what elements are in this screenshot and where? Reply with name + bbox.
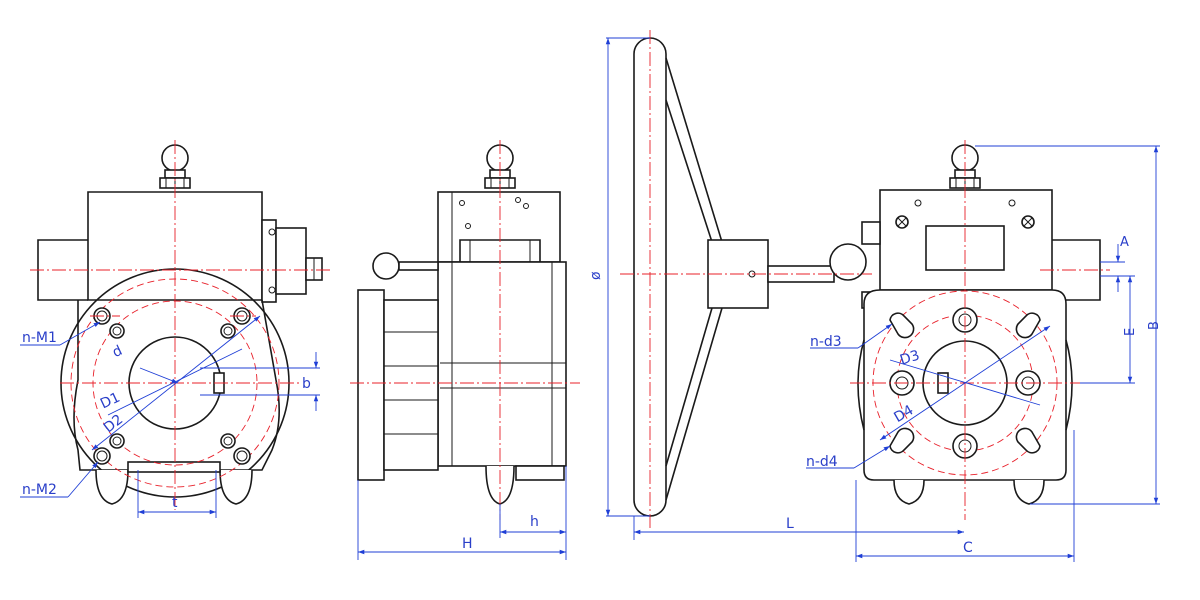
handwheel-spoke-upper xyxy=(665,57,723,243)
rear-view: n-d3 n-d4 D3 D4 C A E B xyxy=(806,140,1162,562)
label-n-m2: n-M2 xyxy=(22,482,57,498)
side-hub xyxy=(383,299,439,471)
label-a: A xyxy=(1120,235,1129,250)
label-b-height: B xyxy=(1147,321,1162,330)
side-flange xyxy=(357,289,385,481)
rear-dimensions xyxy=(806,145,1160,562)
front-view: n-M1 n-M2 d D1 D2 b t xyxy=(20,140,330,518)
label-n-m1: n-M1 xyxy=(22,330,57,346)
side-handle-knob xyxy=(372,252,439,280)
handwheel-spoke-lower xyxy=(665,307,713,467)
handwheel-view: ø L xyxy=(588,30,964,540)
label-n-d3: n-d3 xyxy=(810,334,842,350)
label-phi: ø xyxy=(588,271,604,280)
side-dimensions xyxy=(357,466,567,560)
label-h: h xyxy=(530,514,539,530)
label-t: t xyxy=(172,495,178,511)
label-n-d4: n-d4 xyxy=(806,454,838,470)
label-L: L xyxy=(786,516,794,532)
label-b: b xyxy=(302,376,311,392)
label-d3: D3 xyxy=(898,347,922,368)
side-main-body xyxy=(437,261,567,467)
label-d1: D1 xyxy=(98,390,123,413)
label-d: d xyxy=(110,343,125,361)
label-c: C xyxy=(963,540,973,556)
handwheel-dimensions xyxy=(605,37,964,540)
side-view: h H xyxy=(350,140,580,560)
front-dimensions xyxy=(20,315,320,518)
label-d2: D2 xyxy=(101,412,126,437)
label-H: H xyxy=(462,536,473,552)
front-right-shaft xyxy=(261,219,323,303)
front-bottom-feet xyxy=(95,461,253,505)
side-top-block xyxy=(437,191,561,263)
label-e: E xyxy=(1123,328,1138,336)
shaft-knob xyxy=(829,243,867,281)
